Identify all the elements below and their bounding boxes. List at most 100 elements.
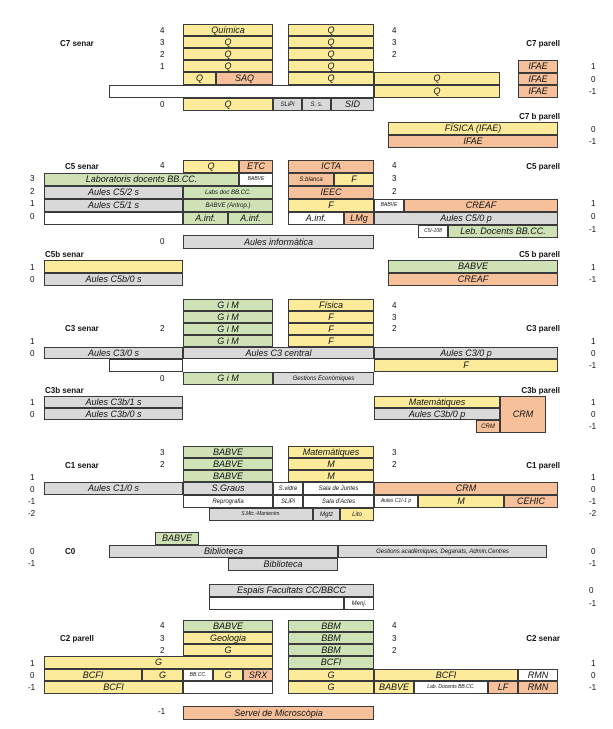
section-label-c3b-senar: C3b senar — [45, 386, 84, 395]
section-label-c1-parell: C1 parell — [526, 461, 560, 470]
room-c5-aules-c52s: Aules C5/2 s — [44, 186, 183, 199]
floor-number: 4 — [160, 26, 165, 35]
room-c7b-fisica-ifae: FÍSICA (IFAE) — [388, 122, 558, 135]
room-c5-f: F — [288, 199, 374, 212]
floor-number: 2 — [160, 50, 165, 59]
room-c2-g: G — [288, 669, 374, 681]
floor-number: 1 — [160, 62, 165, 71]
floor-number: -1 — [589, 683, 597, 692]
room-c5-aules-c51s: Aules C5/1 s — [44, 199, 183, 212]
floor-number: -1 — [589, 361, 597, 370]
room-c1-m: M — [418, 495, 504, 508]
section-label-c3-senar: C3 senar — [65, 324, 99, 333]
room-c1-slipi: SLiPi — [273, 495, 303, 508]
room-c2-geologia: Geologia — [183, 632, 273, 644]
room-c1-m: M — [288, 458, 374, 470]
room-c3-aules-central: Aules C3 central — [183, 347, 374, 359]
room-block — [44, 260, 183, 273]
room-c5b-creaf: CREAF — [388, 273, 558, 286]
floor-number: 1 — [30, 659, 35, 668]
room-c2-srx: SRX — [243, 669, 273, 681]
floor-number: 4 — [392, 26, 397, 35]
room-c5-babve: BABVE — [374, 199, 404, 212]
floor-number: 1 — [591, 473, 596, 482]
room-espais: Espais Facultats CC/BBCC — [209, 584, 374, 597]
room-c5-leb-docents: Leb. Docents BB.CC. — [448, 225, 558, 238]
room-c7-q: Q — [288, 72, 374, 85]
floor-number: 1 — [591, 337, 596, 346]
floor-number: 1 — [591, 199, 596, 208]
room-c1-aules-c10s: Aules C1/0 s — [44, 482, 183, 495]
floor-number: 2 — [392, 187, 397, 196]
floor-number: 0 — [591, 410, 596, 419]
room-c3-gestions: Gestions Econòmiques — [273, 372, 374, 385]
room-c2-g: G — [142, 669, 183, 681]
floor-number: -2 — [589, 509, 597, 518]
floor-number: -1 — [589, 559, 597, 568]
room-c7-slipi: SLiPi — [273, 98, 302, 111]
floor-number: 3 — [160, 448, 165, 457]
room-c2-babve: BABVE — [374, 681, 414, 694]
room-c2-rmn: RMN — [518, 669, 558, 681]
floor-number: 1 — [30, 199, 35, 208]
floor-number: 0 — [30, 349, 35, 358]
room-c1-sala-actes: Sala d'Actes — [303, 495, 374, 508]
room-c3b-crm: CRM — [500, 396, 546, 433]
room-c2-bcfi: BCFI — [44, 669, 142, 681]
room-c2-lab-docents: Lab. Docents BB.CC. — [414, 681, 488, 694]
room-c5b-aules-c5b0s: Aules C5b/0 s — [44, 273, 183, 286]
room-c5-icta: ICTA — [288, 160, 374, 173]
section-label-c5-senar: C5 senar — [65, 162, 99, 171]
room-c2-rmn: RMN — [518, 681, 558, 694]
room-c7-q: Q — [183, 48, 273, 60]
floor-number: 0 — [30, 275, 35, 284]
room-c3-f: F — [288, 311, 374, 323]
room-c2-bcfi: BCFI — [288, 656, 374, 669]
room-c5-ainf: A.inf. — [228, 212, 273, 225]
room-c7-q: Q — [183, 60, 273, 72]
section-label-c5-parell: C5 parell — [526, 162, 560, 171]
room-c1-matematiques: Matemàtiques — [288, 446, 374, 458]
room-c3-gim: G i M — [183, 372, 273, 385]
floor-number: 3 — [160, 38, 165, 47]
floor-number: 4 — [392, 301, 397, 310]
room-c3-gim: G i M — [183, 311, 273, 323]
floor-number: -1 — [589, 599, 597, 608]
room-c2-babve: BABVE — [183, 620, 273, 632]
room-c3-f: F — [288, 335, 374, 347]
room-c2-bcfi: BCFI — [44, 681, 183, 694]
room-c7-q: Q — [374, 85, 500, 98]
floor-number: 0 — [591, 125, 596, 134]
floor-number: 0 — [160, 374, 165, 383]
room-c7-ifae: IFAE — [518, 60, 558, 73]
room-c5-creaf: CREAF — [404, 199, 558, 212]
floor-number: 3 — [392, 634, 397, 643]
section-label-c0: C0 — [65, 547, 76, 556]
room-c7-q: Q — [183, 36, 273, 48]
room-c1-babve: BABVE — [183, 446, 273, 458]
room-c1-crm: CRM — [374, 482, 558, 495]
room-c7-ss: S. s. — [302, 98, 331, 111]
room-c7-q: Q — [288, 60, 374, 72]
room-c1-sala-juntes: Sala de Juntes — [303, 482, 374, 495]
room-c2-bbm: BBM — [288, 632, 374, 644]
room-c3b-aules-c3b0p: Aules C3b/0 p — [374, 408, 500, 420]
floor-number: 1 — [591, 62, 596, 71]
room-c3-fisica: Física — [288, 299, 374, 311]
room-c5-etc: ETC — [239, 160, 273, 173]
section-label-c7-senar: C7 senar — [60, 39, 94, 48]
floor-number: -1 — [28, 683, 36, 692]
floor-number: -2 — [28, 509, 36, 518]
room-c1-reprografia: Reprografia — [183, 495, 273, 508]
room-c0-babve: BABVE — [155, 532, 199, 545]
room-c5-ainf: A.inf. — [288, 212, 344, 225]
floor-number: 4 — [160, 621, 165, 630]
room-c0-biblioteca: Biblioteca — [109, 545, 338, 558]
room-c3b-crm: CRM — [476, 420, 500, 433]
room-c3-gim: G i M — [183, 323, 273, 335]
room-c3b-matematiques: Matemàtiques — [374, 396, 500, 408]
room-c5-babve-antrop: BABVE (Antrop.) — [183, 199, 273, 212]
room-block — [183, 681, 273, 694]
room-c7-saq: SAQ — [216, 72, 273, 85]
room-c5-q: Q — [183, 160, 239, 173]
